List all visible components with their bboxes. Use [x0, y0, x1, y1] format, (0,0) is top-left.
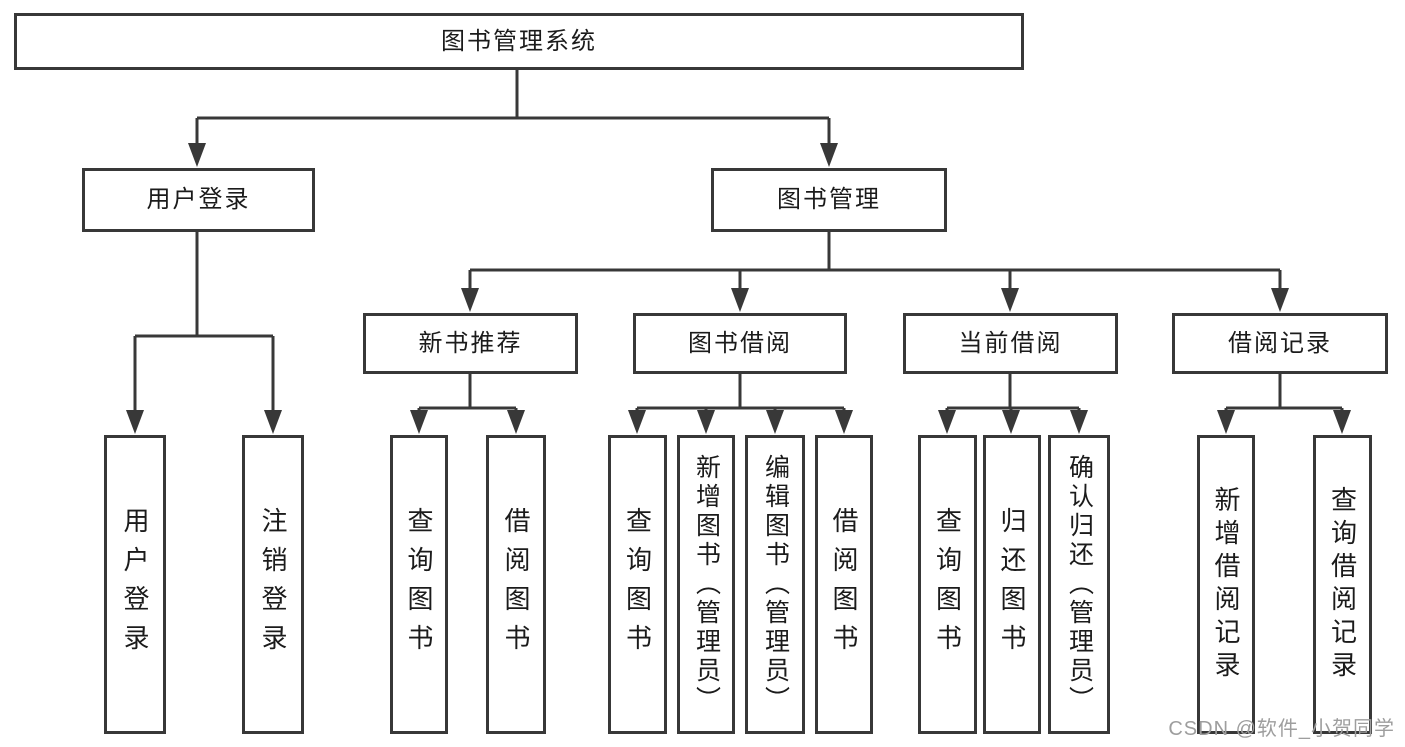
leaf-add-books-admin-label: 新增图书（管理员）	[692, 454, 721, 715]
leaf-confirm-return-admin-label: 确认归还（管理员）	[1065, 454, 1094, 715]
arrowheads	[126, 143, 1351, 434]
leaf-query-books-under-current: 查询图书	[918, 435, 977, 734]
leaf-edit-books-admin-label: 编辑图书（管理员）	[761, 454, 790, 715]
leaf-query-books-under-borrowing-label: 查询图书	[622, 506, 653, 663]
leaf-borrow-books-under-borrowing: 借阅图书	[815, 435, 873, 734]
csdn-watermark: CSDN @软件_小贺同学	[1168, 718, 1395, 740]
leaf-logout: 注销登录	[242, 435, 304, 734]
tree-edges	[133, 70, 1344, 416]
leaf-add-books-admin: 新增图书（管理员）	[677, 435, 735, 734]
leaf-borrow-books-under-borrowing-label: 借阅图书	[829, 506, 859, 663]
leaf-query-borrow-record: 查询借阅记录	[1313, 435, 1372, 734]
leaf-add-borrow-record: 新增借阅记录	[1197, 435, 1255, 734]
node-root-library-management-system: 图书管理系统	[14, 13, 1024, 70]
leaf-borrow-books-under-recommend: 借阅图书	[486, 435, 546, 734]
leaf-edit-books-admin: 编辑图书（管理员）	[745, 435, 805, 734]
leaf-borrow-books-under-recommend-label: 借阅图书	[501, 506, 531, 663]
leaf-add-borrow-record-label: 新增借阅记录	[1211, 485, 1241, 684]
node-borrowing-records: 借阅记录	[1172, 313, 1388, 374]
leaf-user-login: 用户登录	[104, 435, 166, 734]
leaf-query-books-under-current-label: 查询图书	[932, 506, 963, 663]
leaf-query-borrow-record-label: 查询借阅记录	[1327, 485, 1358, 684]
node-book-management: 图书管理	[711, 168, 947, 232]
node-new-book-recommend: 新书推荐	[363, 313, 578, 374]
leaf-query-books-under-recommend-label: 查询图书	[404, 506, 434, 663]
leaf-return-books-label: 归还图书	[997, 506, 1027, 663]
leaf-query-books-under-recommend: 查询图书	[390, 435, 448, 734]
leaf-confirm-return-admin: 确认归还（管理员）	[1048, 435, 1110, 734]
leaf-logout-label: 注销登录	[258, 506, 288, 663]
leaf-user-login-label: 用户登录	[120, 506, 150, 663]
leaf-return-books: 归还图书	[983, 435, 1041, 734]
node-current-borrowing: 当前借阅	[903, 313, 1118, 374]
leaf-query-books-under-borrowing: 查询图书	[608, 435, 667, 734]
node-book-borrowing: 图书借阅	[633, 313, 847, 374]
node-user-login: 用户登录	[82, 168, 315, 232]
